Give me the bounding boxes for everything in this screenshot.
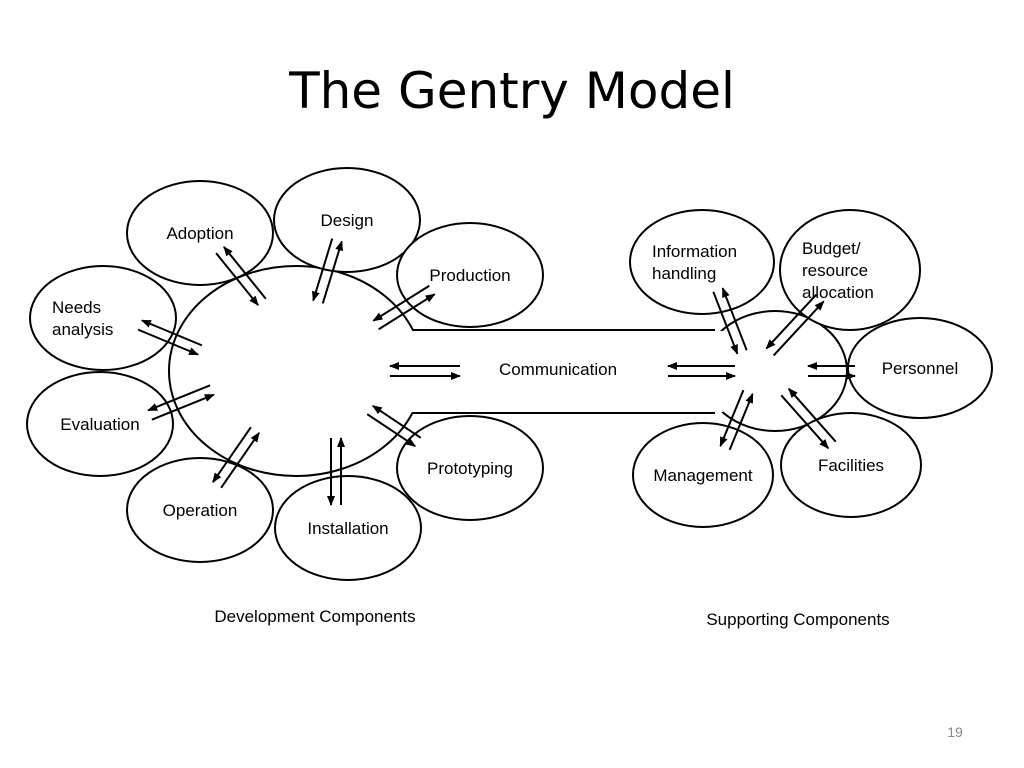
design-arrows: [312, 238, 343, 304]
evaluation-ellipse: [26, 371, 174, 477]
management-label: Management: [653, 466, 753, 485]
budget-resource-allocation-label: resource: [802, 261, 868, 280]
component-evaluation: Evaluation: [26, 371, 174, 477]
design-label: Design: [321, 211, 374, 230]
facilities-outward-arrow: [780, 394, 830, 450]
design-ellipse: [273, 167, 421, 273]
needs-analysis-outward-arrow: [141, 319, 203, 347]
needs-analysis-label: Needs: [52, 298, 101, 317]
needs-analysis-ellipse: [29, 265, 177, 371]
prototyping-outward-arrow: [366, 413, 417, 447]
facilities-ellipse: [780, 412, 922, 518]
flow-arrows: [137, 238, 856, 506]
prototyping-ellipse: [396, 415, 544, 521]
management-arrows: [719, 389, 754, 451]
facilities-label: Facilities: [818, 456, 884, 475]
component-information-handling: Information handling: [629, 209, 775, 315]
budget-resource-allocation-arrows: [765, 293, 825, 357]
evaluation-arrows: [147, 384, 215, 421]
component-needs-analysis: Needs analysis: [29, 265, 177, 371]
information-handling-label: Information: [652, 242, 737, 261]
operation-ellipse: [126, 457, 274, 563]
information-handling-label: handling: [652, 264, 716, 283]
operation-outward-arrow: [212, 426, 252, 483]
adoption-outward-arrow: [223, 246, 267, 300]
needs-analysis-label: analysis: [52, 320, 113, 339]
personnel-arrows: [807, 362, 856, 380]
adoption-ellipse: [126, 180, 274, 286]
component-operation: Operation: [126, 457, 274, 563]
design-inward-arrow: [312, 238, 334, 302]
communication-label: Communication: [499, 360, 617, 379]
communication-left-arrows: [389, 362, 461, 380]
budget-resource-allocation-inward-arrow: [765, 293, 818, 350]
production-outward-arrow: [378, 293, 436, 331]
adoption-label: Adoption: [166, 224, 233, 243]
component-design: Design: [273, 167, 421, 273]
component-facilities: Facilities: [780, 412, 922, 518]
component-adoption: Adoption: [126, 180, 274, 286]
production-inward-arrow: [372, 284, 430, 322]
installation-arrows: [327, 437, 345, 506]
budget-resource-allocation-label: Budget/: [802, 239, 861, 258]
needs-analysis-inward-arrow: [137, 328, 199, 356]
needs-analysis-arrows: [137, 319, 203, 356]
operation-inward-arrow: [220, 432, 260, 489]
evaluation-label: Evaluation: [60, 415, 139, 434]
component-personnel: Personnel: [847, 317, 993, 419]
slide-number: 19: [947, 724, 963, 740]
adoption-arrows: [215, 246, 267, 306]
prototyping-label: Prototyping: [427, 459, 513, 478]
facilities-arrows: [780, 387, 837, 450]
supporting-components-caption: Supporting Components: [706, 610, 889, 629]
personnel-ellipse: [847, 317, 993, 419]
component-management: Management: [632, 422, 774, 528]
management-inward-arrow: [728, 392, 754, 451]
information-handling-ellipse: [629, 209, 775, 315]
slide-title: The Gentry Model: [289, 62, 735, 120]
prototyping-arrows: [366, 405, 422, 447]
communication-right-arrows: [667, 362, 736, 380]
component-production: Production: [396, 222, 544, 328]
design-outward-arrow: [321, 240, 343, 304]
development-hub: [168, 265, 424, 477]
prototyping-inward-arrow: [371, 405, 422, 439]
supporting-hub: [702, 310, 848, 432]
component-prototyping: Prototyping: [396, 415, 544, 521]
component-budget-resource-allocation: Budget/resource allocation: [779, 209, 921, 331]
information-handling-inward-arrow: [712, 291, 739, 355]
operation-label: Operation: [163, 501, 238, 520]
adoption-inward-arrow: [215, 252, 259, 306]
management-ellipse: [632, 422, 774, 528]
budget-resource-allocation-label: allocation: [802, 283, 874, 302]
management-outward-arrow: [719, 389, 745, 448]
facilities-inward-arrow: [787, 387, 837, 443]
budget-resource-allocation-outward-arrow: [772, 300, 825, 357]
production-label: Production: [429, 266, 510, 285]
production-arrows: [372, 284, 436, 331]
personnel-label: Personnel: [882, 359, 959, 378]
installation-label: Installation: [307, 519, 388, 538]
component-installation: Installation: [274, 475, 422, 581]
operation-arrows: [212, 426, 260, 489]
budget-resource-allocation-ellipse: [779, 209, 921, 331]
information-handling-outward-arrow: [721, 287, 748, 351]
installation-ellipse: [274, 475, 422, 581]
development-components-caption: Development Components: [214, 607, 415, 626]
evaluation-outward-arrow: [147, 384, 211, 412]
evaluation-inward-arrow: [151, 393, 215, 421]
information-handling-arrows: [712, 287, 748, 355]
